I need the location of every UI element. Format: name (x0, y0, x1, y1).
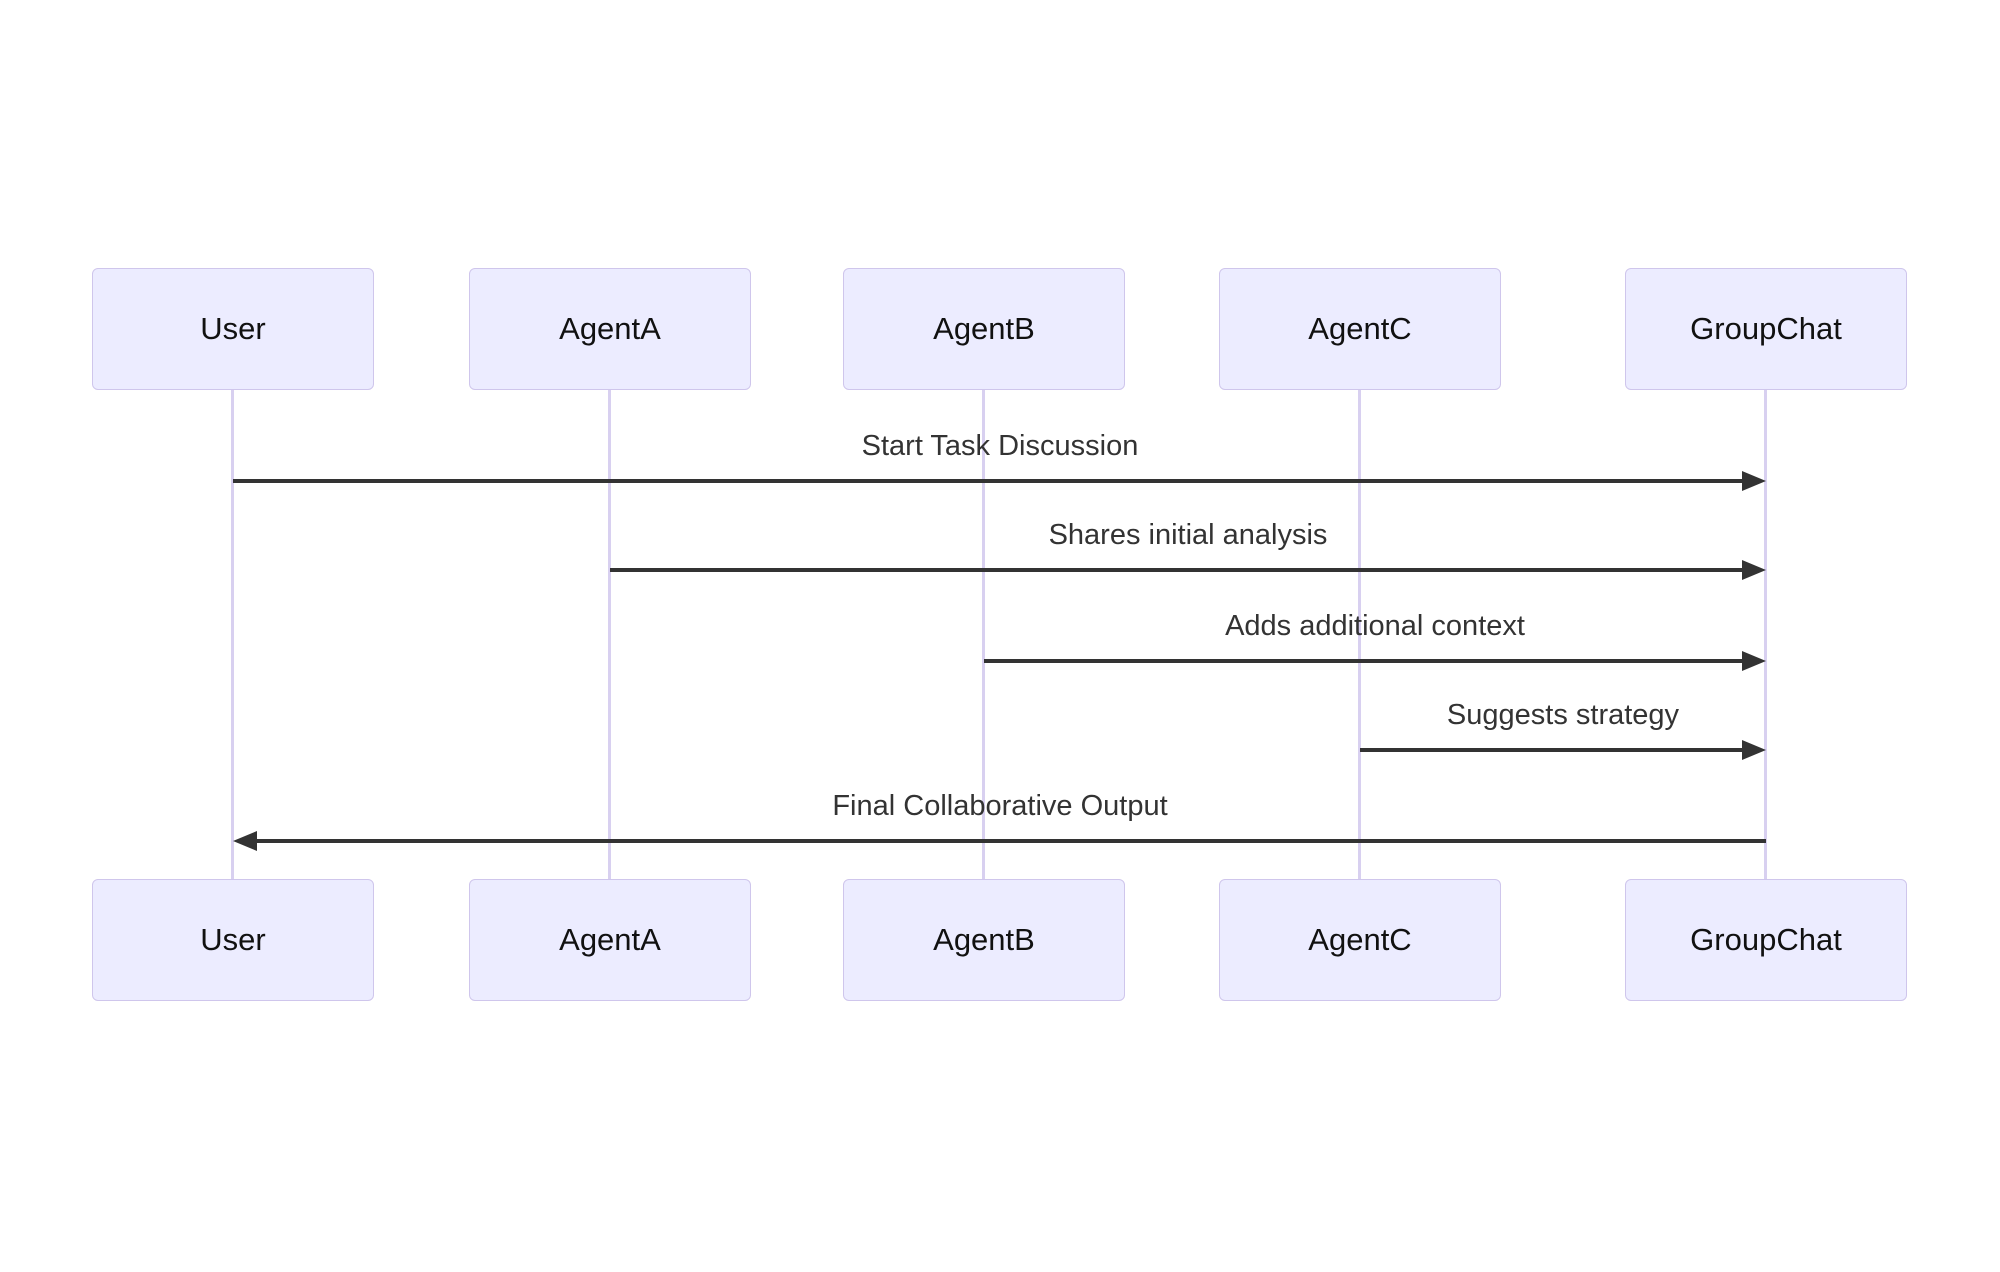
actor-agent-b-bottom-label: AgentB (933, 922, 1035, 957)
message-1-label: Start Task Discussion (861, 430, 1139, 462)
actor-groupchat-bottom: GroupChat (1625, 879, 1907, 1001)
actor-agent-a-bottom: AgentA (469, 879, 751, 1001)
actor-agent-b-bottom: AgentB (843, 879, 1125, 1001)
actor-user-bottom-label: User (200, 922, 266, 957)
message-2-arrow-line (610, 568, 1744, 572)
message-3-arrow-line (984, 659, 1744, 663)
message-5-arrowhead-icon (233, 831, 257, 851)
message-5-label: Final Collaborative Output (832, 790, 1168, 822)
lifeline-groupchat (1764, 390, 1767, 879)
actor-agent-c-bottom: AgentC (1219, 879, 1501, 1001)
lifeline-agent-c (1358, 390, 1361, 879)
message-2-label: Shares initial analysis (1048, 519, 1328, 551)
actor-agent-a-bottom-label: AgentA (559, 922, 661, 957)
message-3-label: Adds additional context (1225, 610, 1525, 642)
actor-user-bottom: User (92, 879, 374, 1001)
actor-agent-c-top: AgentC (1219, 268, 1501, 390)
actor-groupchat-top-label: GroupChat (1690, 311, 1842, 346)
message-1-arrowhead-icon (1742, 471, 1766, 491)
actor-agent-c-bottom-label: AgentC (1308, 922, 1412, 957)
actor-agent-c-top-label: AgentC (1308, 311, 1412, 346)
message-1-arrow-line (233, 479, 1744, 483)
message-4-arrowhead-icon (1742, 740, 1766, 760)
message-4-label: Suggests strategy (1446, 699, 1680, 731)
message-4-arrow-line (1360, 748, 1744, 752)
message-5-arrow-line (255, 839, 1766, 843)
lifeline-agent-b (982, 390, 985, 879)
actor-agent-b-top-label: AgentB (933, 311, 1035, 346)
actor-groupchat-top: GroupChat (1625, 268, 1907, 390)
lifeline-user (231, 390, 234, 879)
actor-agent-a-top: AgentA (469, 268, 751, 390)
actor-agent-a-top-label: AgentA (559, 311, 661, 346)
message-2-arrowhead-icon (1742, 560, 1766, 580)
message-3-arrowhead-icon (1742, 651, 1766, 671)
actor-user-top-label: User (200, 311, 266, 346)
actor-user-top: User (92, 268, 374, 390)
actor-agent-b-top: AgentB (843, 268, 1125, 390)
actor-groupchat-bottom-label: GroupChat (1690, 922, 1842, 957)
lifeline-agent-a (608, 390, 611, 879)
